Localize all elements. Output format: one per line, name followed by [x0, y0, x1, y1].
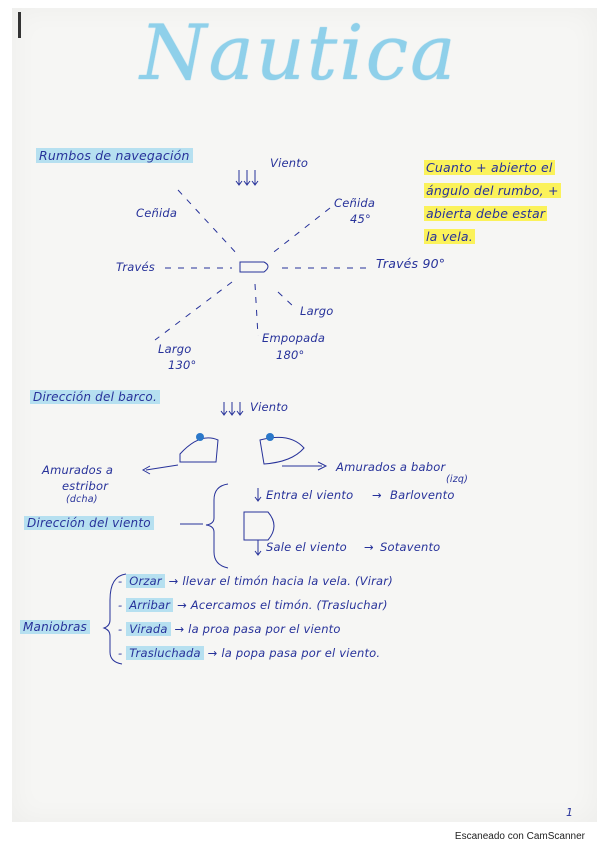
maniobra-text: Acercamos el timón. (Trasluchar)	[190, 598, 388, 612]
maniobra-term: Arribar	[126, 598, 174, 612]
label-amurados-estribor: Amurados a	[42, 463, 114, 477]
label-entra-viento: Entra el viento	[266, 488, 354, 502]
note-line-4: la vela.	[424, 229, 475, 244]
note-line-1: Cuanto + abierto el	[424, 160, 555, 175]
maniobra-item: - Arribar → Acercamos el timón. (Trasluc…	[118, 598, 388, 612]
label-cenida-right: Ceñida	[334, 196, 376, 210]
label-traves-left: Través	[116, 260, 155, 274]
arrow-icon: →	[174, 622, 185, 636]
label-largo-right: Largo	[300, 304, 334, 318]
label-izq: (izq)	[446, 474, 469, 485]
direccion-barco-heading: Dirección del barco.	[30, 390, 160, 404]
arrow-icon: →	[168, 574, 179, 588]
label-viento: Viento	[270, 156, 309, 170]
maniobras-heading: Maniobras	[20, 620, 90, 634]
rumbos-heading: Rumbos de navegación	[36, 148, 193, 163]
label-amurados-babor: Amurados a babor	[336, 460, 446, 474]
notebook-page	[12, 8, 597, 822]
label-sale-viento: Sale el viento	[266, 540, 347, 554]
label-cenida-left: Ceñida	[136, 206, 178, 220]
page-title: Nautica	[140, 8, 458, 97]
label-viento-2: Viento	[250, 400, 289, 414]
note-line-2: ángulo del rumbo, +	[424, 183, 561, 198]
label-estribor: estribor	[62, 479, 109, 493]
margin-mark	[18, 12, 21, 38]
maniobra-text: la proa pasa por el viento	[188, 622, 341, 636]
wind-arrows-icon	[235, 170, 259, 186]
arrow-icon: →	[177, 598, 187, 612]
scanner-footer: Escaneado con CamScanner	[454, 831, 585, 842]
label-barlovento: Barlovento	[390, 488, 455, 502]
arrow-sale-icon: →	[364, 540, 374, 554]
note-box: Cuanto + abierto el ángulo del rumbo, + …	[424, 156, 584, 248]
maniobra-item: - Orzar → llevar el timón hacia la vela.…	[118, 574, 393, 588]
direccion-viento-heading: Dirección del viento	[24, 516, 154, 530]
maniobra-term: Virada	[126, 622, 171, 636]
maniobra-item: - Virada → la proa pasa por el viento	[118, 622, 341, 636]
boat-starboard-icon	[179, 437, 219, 463]
arrow-entra-icon: →	[372, 488, 382, 502]
brace-viento	[205, 483, 229, 569]
wind-arrows-icon-2	[220, 402, 244, 416]
label-largo-left-deg: 130°	[168, 358, 197, 372]
boat-wind-icon	[243, 511, 275, 541]
rumbos-rays	[154, 189, 370, 341]
boat-icon	[239, 261, 269, 273]
maniobra-text: llevar el timón hacia la vela. (Virar)	[182, 574, 393, 588]
maniobra-item: - Trasluchada → la popa pasa por el vien…	[118, 646, 381, 660]
label-empopada-deg: 180°	[276, 348, 305, 362]
maniobra-term: Trasluchada	[126, 646, 204, 660]
page-number: 1	[566, 806, 573, 819]
label-dcha: (dcha)	[66, 494, 98, 505]
label-traves-right: Través 90°	[376, 256, 446, 271]
brace-maniobras	[102, 573, 127, 665]
label-cenida-deg: 45°	[350, 212, 371, 226]
label-empopada: Empopada	[262, 331, 326, 345]
boat-port-icon	[259, 436, 305, 465]
label-largo-left: Largo	[158, 342, 192, 356]
note-line-3: abierta debe estar	[424, 206, 548, 221]
arrow-icon: →	[207, 646, 218, 660]
maniobra-text: la popa pasa por el viento.	[221, 646, 381, 660]
maniobra-term: Orzar	[126, 574, 165, 588]
label-sotavento: Sotavento	[380, 540, 441, 554]
